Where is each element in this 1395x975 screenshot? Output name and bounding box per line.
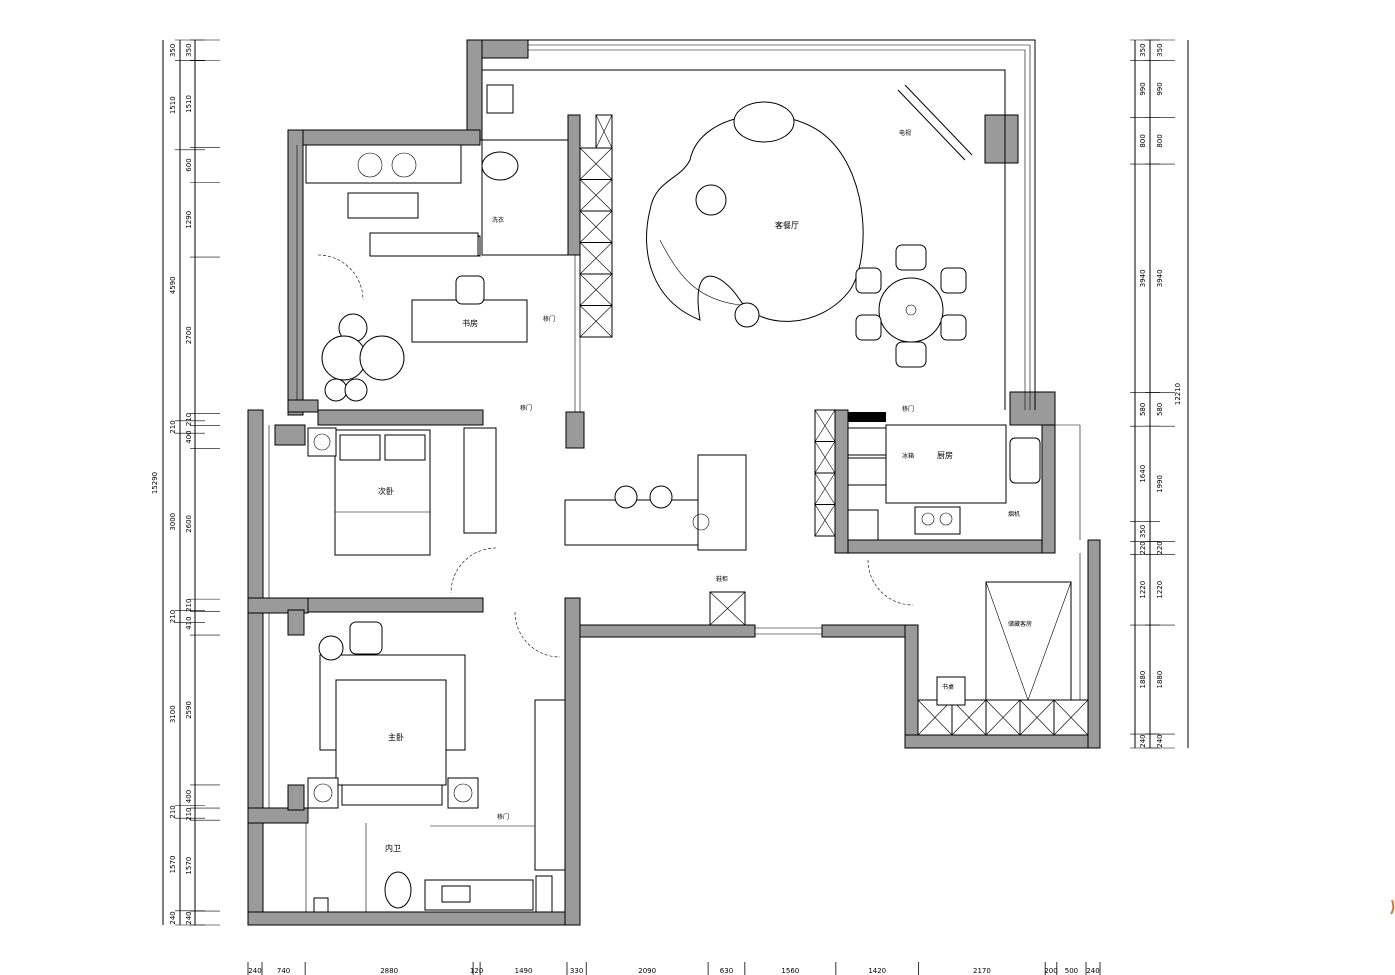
left-outer-value: 210 bbox=[169, 610, 177, 623]
right-outer-value: 990 bbox=[1139, 82, 1147, 95]
right-outer-value: 240 bbox=[1139, 734, 1147, 747]
left-inner-value: 1510 bbox=[185, 95, 193, 113]
note-laundry: 洗衣 bbox=[492, 216, 504, 224]
left-inner-value: 1570 bbox=[185, 857, 193, 875]
left-outer-value: 4590 bbox=[169, 276, 177, 294]
bottom-dim-value: 1560 bbox=[781, 967, 799, 975]
right-inner-value: 1880 bbox=[1156, 671, 1164, 689]
left-outer-value: 3000 bbox=[169, 513, 177, 531]
right-outer-value: 1220 bbox=[1139, 581, 1147, 599]
bottom-dim-value: 1490 bbox=[515, 967, 533, 975]
note-tv: 电视 bbox=[899, 129, 911, 137]
right-outer-value: 580 bbox=[1139, 403, 1147, 416]
right-outer-value: 350 bbox=[1139, 43, 1147, 56]
study-furniture bbox=[305, 84, 569, 402]
note-fridge: 冰箱 bbox=[902, 452, 914, 460]
left-outer-value: 210 bbox=[169, 805, 177, 818]
bottom-dim-value: 2090 bbox=[638, 967, 656, 975]
ensuite-fixtures bbox=[262, 823, 553, 913]
left-inner-value: 2700 bbox=[185, 326, 193, 344]
left-inner-value: 210 bbox=[185, 599, 193, 612]
left-inner-value: 210 bbox=[185, 413, 193, 426]
kitchen-fixtures bbox=[847, 412, 1041, 606]
left-inner-value: 240 bbox=[185, 911, 193, 924]
bottom-dim-value: 2170 bbox=[973, 967, 991, 975]
right-inner-value: 580 bbox=[1156, 403, 1164, 416]
note-kitchen-door: 移门 bbox=[902, 405, 914, 413]
label-study: 书房 bbox=[462, 318, 478, 328]
left-outer-value: 210 bbox=[169, 420, 177, 433]
bottom-dim-value: 740 bbox=[277, 967, 290, 975]
bottom-dim-value: 200 bbox=[1044, 967, 1057, 975]
bottom-dim-value: 240 bbox=[1086, 967, 1099, 975]
note-shoe-cabinet: 鞋柜 bbox=[716, 575, 728, 583]
right-outer-value: 800 bbox=[1139, 134, 1147, 147]
left-inner-value: 2590 bbox=[185, 701, 193, 719]
left-outer-value: 350 bbox=[169, 44, 177, 57]
left-inner-value: 1290 bbox=[185, 211, 193, 229]
right-outer-value: 350 bbox=[1139, 525, 1147, 538]
bottom-dim-value: 500 bbox=[1065, 967, 1078, 975]
note-bath-door: 移门 bbox=[497, 813, 509, 821]
left-inner-value: 400 bbox=[185, 430, 193, 443]
right-inner-value: 990 bbox=[1156, 82, 1164, 95]
living-dining-furniture bbox=[564, 84, 973, 626]
left-inner-value: 350 bbox=[185, 43, 193, 56]
bottom-dim-value: 240 bbox=[248, 967, 261, 975]
label-storage-guest: 储藏客房 bbox=[1008, 620, 1032, 628]
left-inner-value: 410 bbox=[185, 616, 193, 629]
right-inner-value: 3940 bbox=[1156, 269, 1164, 287]
left-outer-value: 1510 bbox=[169, 96, 177, 114]
right-inner-value: 240 bbox=[1156, 734, 1164, 747]
left-inner-value: 2600 bbox=[185, 515, 193, 533]
label-kitchen: 厨房 bbox=[937, 450, 953, 460]
note-hood: 烟机 bbox=[1008, 510, 1020, 518]
note-sliding-door-hall: 移门 bbox=[520, 404, 532, 412]
dimension-lines: 15290 350 1510 4590 210 3000 210 3100 210 1570 240… bbox=[151, 39, 1189, 975]
label-ensuite: 内卫 bbox=[385, 843, 401, 853]
storage-room-fixtures bbox=[936, 581, 1072, 706]
left-inner-value: 400 bbox=[185, 790, 193, 803]
right-outer-value: 1640 bbox=[1139, 465, 1147, 483]
right-total-value: 12210 bbox=[1174, 383, 1182, 405]
left-total-value: 15290 bbox=[151, 472, 159, 494]
right-inner-value: 220 bbox=[1156, 541, 1164, 554]
left-outer-value: 240 bbox=[169, 911, 177, 924]
second-bedroom-furniture bbox=[307, 427, 497, 594]
accent-mark bbox=[1390, 899, 1395, 915]
left-inner-value: 210 bbox=[185, 807, 193, 820]
master-bedroom-furniture bbox=[307, 611, 566, 871]
walls bbox=[247, 39, 1101, 926]
left-outer-value: 3100 bbox=[169, 705, 177, 723]
room-labels: 客餐厅 书房 次卧 主卧 内卫 厨房 储藏客房 电视 移门 移门 移门 冰箱 烟… bbox=[378, 129, 1032, 853]
left-inner-value: 600 bbox=[185, 158, 193, 171]
right-outer-value: 3940 bbox=[1139, 269, 1147, 287]
bottom-dim-value: 120 bbox=[470, 967, 483, 975]
right-inner-value: 800 bbox=[1156, 134, 1164, 147]
bottom-dim-value: 330 bbox=[570, 967, 583, 975]
left-outer-value: 1570 bbox=[169, 856, 177, 874]
label-second-bedroom: 次卧 bbox=[378, 486, 394, 496]
label-master-bedroom: 主卧 bbox=[388, 732, 404, 742]
right-outer-value: 220 bbox=[1139, 541, 1147, 554]
right-inner-value: 1990 bbox=[1156, 475, 1164, 493]
note-desk: 书桌 bbox=[942, 683, 954, 691]
right-inner-value: 350 bbox=[1156, 43, 1164, 56]
bottom-dim-value: 1420 bbox=[868, 967, 886, 975]
right-inner-value: 1220 bbox=[1156, 581, 1164, 599]
label-living-dining: 客餐厅 bbox=[775, 220, 799, 230]
balcony-rails bbox=[262, 39, 1081, 808]
bottom-dim-value: 2880 bbox=[380, 967, 398, 975]
right-outer-value: 1880 bbox=[1139, 671, 1147, 689]
note-sliding-door-study: 移门 bbox=[543, 315, 555, 323]
bottom-dim-value: 630 bbox=[720, 967, 733, 975]
